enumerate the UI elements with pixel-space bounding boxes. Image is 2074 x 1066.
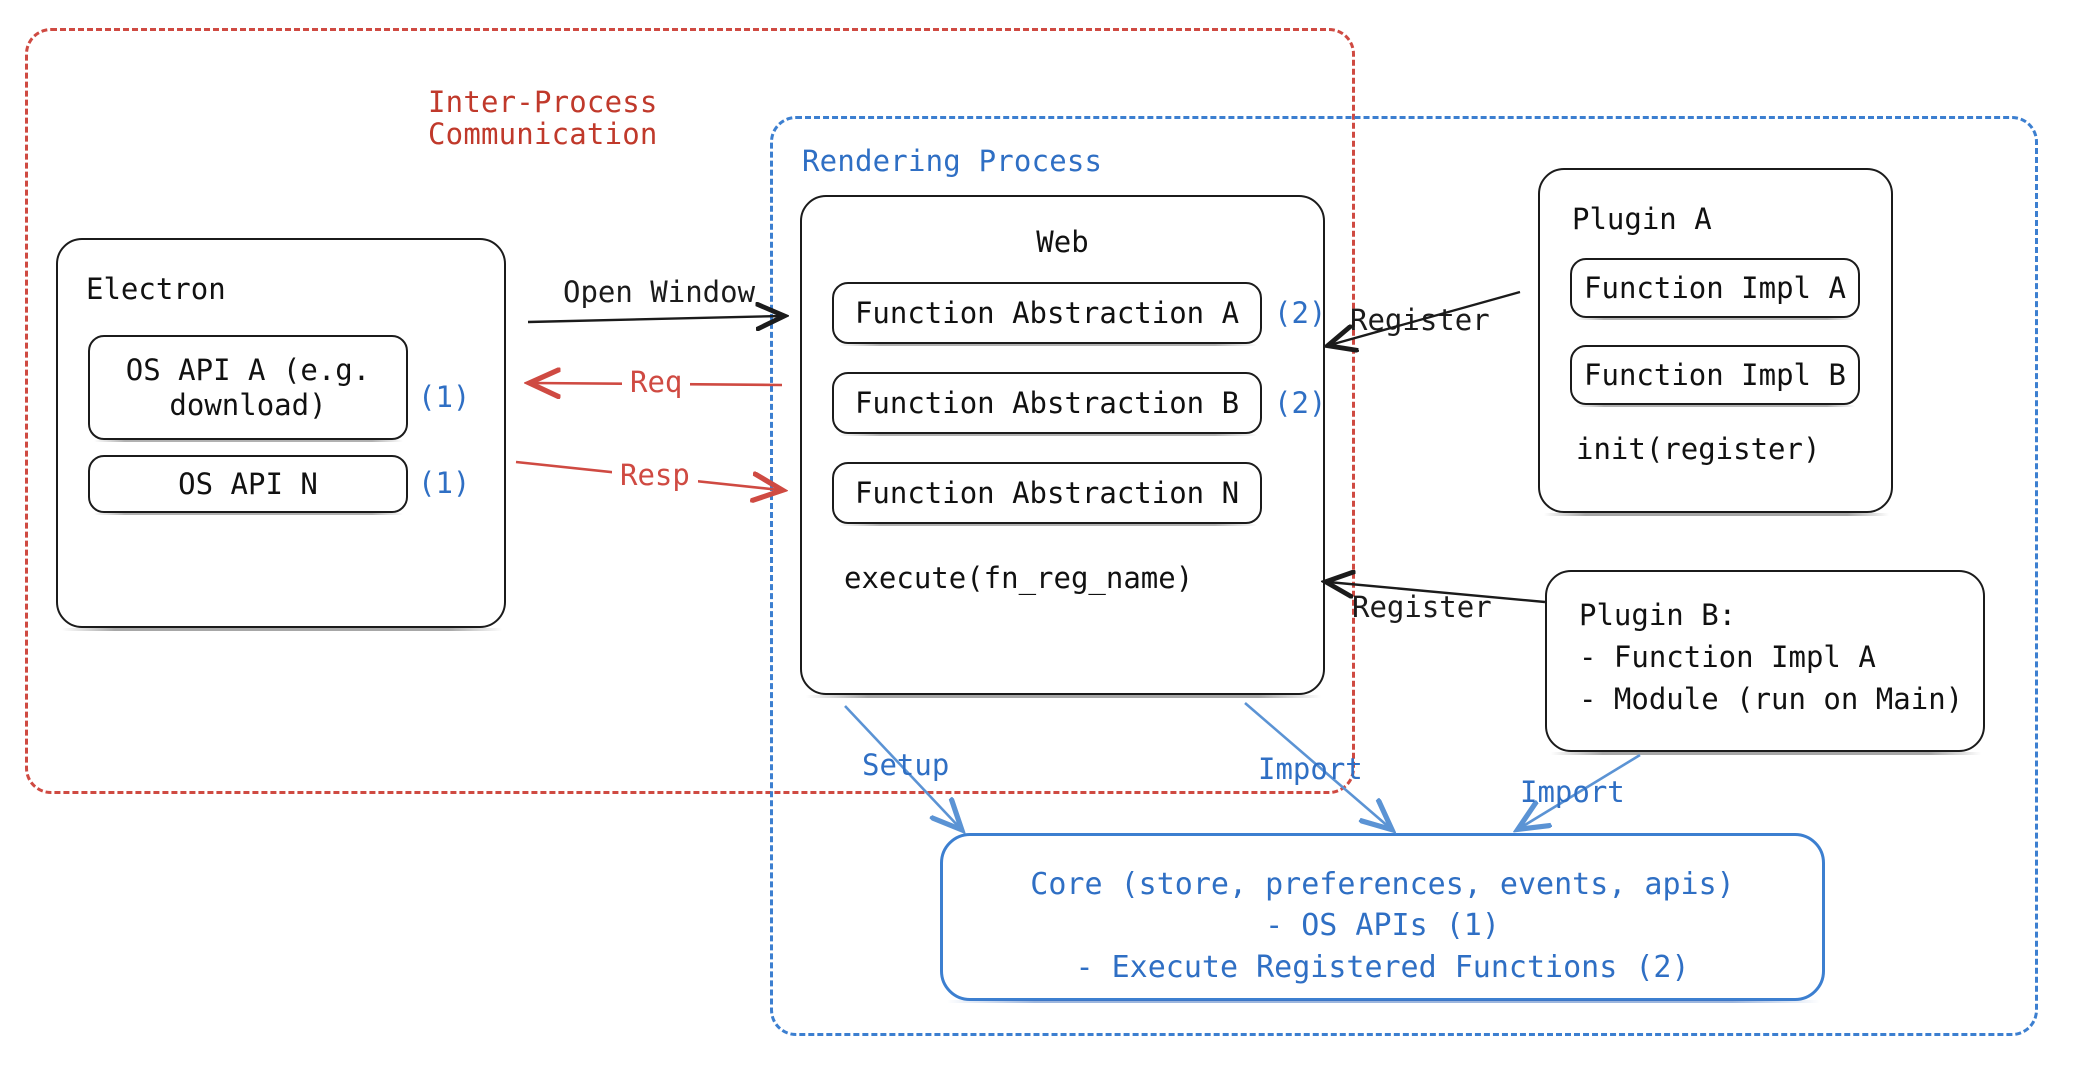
os-api-n-label: OS API N (178, 466, 318, 501)
plugin-a-box: Plugin A Function Impl A Function Impl B… (1538, 168, 1893, 516)
function-abstraction-b-chip: Function Abstraction B (832, 372, 1262, 436)
edge-label-register-plugin-a: Register (1350, 303, 1490, 337)
zone-label-ipc: Inter-Process Communication (428, 85, 658, 152)
os-api-a-label: OS API A (e.g. download) (125, 353, 371, 422)
plugin-a-function-impl-a-label: Function Impl A (1584, 270, 1846, 305)
core-box: Core (store, preferences, events, apis) … (940, 833, 1825, 1003)
zone-inter-process-communication (25, 28, 1355, 794)
zone-label-rendering-process: Rendering Process (802, 144, 1103, 178)
electron-title: Electron (86, 272, 226, 306)
electron-box: Electron OS API A (e.g. download) (1) OS… (56, 238, 506, 631)
function-abstraction-n-label: Function Abstraction N (854, 475, 1240, 510)
function-abstraction-a-label: Function Abstraction A (854, 295, 1240, 330)
plugin-a-function-impl-b-label: Function Impl B (1584, 357, 1846, 392)
plugin-b-lines: Plugin B: - Function Impl A - Module (ru… (1579, 598, 1964, 717)
function-abstraction-b-label: Function Abstraction B (854, 385, 1240, 420)
edge-label-open-window: Open Window (563, 275, 756, 309)
edge-label-register-plugin-b: Register (1352, 590, 1492, 624)
edge-label-setup: Setup (862, 748, 950, 782)
plugin-a-function-impl-a-chip: Function Impl A (1570, 258, 1860, 320)
function-abstraction-a-chip: Function Abstraction A (832, 282, 1262, 346)
os-api-a-chip: OS API A (e.g. download) (88, 335, 408, 442)
web-execute-signature: execute(fn_reg_name) (844, 561, 1194, 595)
edge-label-req: Req (622, 365, 691, 399)
edge-label-import-plugin-b: Import (1520, 775, 1625, 809)
web-title: Web (1036, 225, 1089, 259)
edge-label-resp: Resp (612, 458, 698, 492)
core-text: Core (store, preferences, events, apis) … (1030, 867, 1735, 985)
function-abstraction-a-marker: (2) (1274, 296, 1327, 330)
edge-label-import-web: Import (1258, 752, 1363, 786)
plugin-a-function-impl-b-chip: Function Impl B (1570, 345, 1860, 407)
plugin-a-title: Plugin A (1572, 202, 1712, 236)
function-abstraction-n-chip: Function Abstraction N (832, 462, 1262, 526)
zone-rendering-process (770, 116, 2038, 1036)
web-box: Web Function Abstraction A (2) Function … (800, 195, 1327, 698)
os-api-n-chip: OS API N (88, 455, 408, 515)
os-api-a-marker: (1) (418, 380, 471, 414)
plugin-b-box: Plugin B: - Function Impl A - Module (ru… (1545, 570, 1985, 755)
plugin-a-init-signature: init(register) (1576, 432, 1821, 466)
function-abstraction-b-marker: (2) (1274, 386, 1327, 420)
os-api-n-marker: (1) (418, 466, 471, 500)
